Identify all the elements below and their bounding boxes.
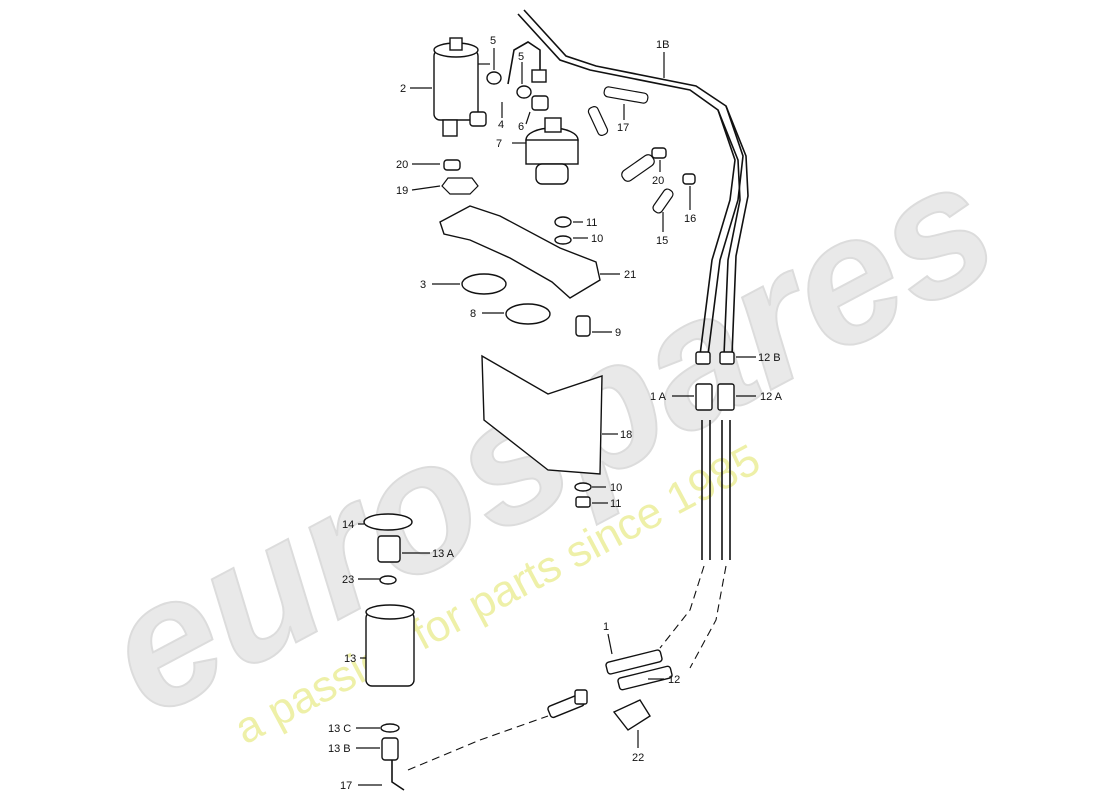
callout-9: 9 [615, 327, 621, 339]
callout-labels: 1B 5 5 2 4 6 7 17 20 19 11 10 20 16 15 2… [328, 35, 783, 792]
callout-19: 19 [396, 185, 408, 197]
callout-17-upper: 17 [617, 122, 629, 134]
line-connectors [695, 351, 735, 411]
fuel-hoses [441, 86, 696, 214]
callout-3: 3 [420, 279, 426, 291]
fuel-lines-rigid [517, 9, 749, 356]
hose-clamps [461, 273, 551, 325]
heat-shield [481, 354, 603, 475]
nut-washer-lower [554, 216, 592, 508]
callout-13C: 13 C [328, 723, 351, 735]
callout-13B: 13 B [328, 743, 351, 755]
callout-12A: 12 A [760, 391, 783, 403]
callout-11-upper: 11 [586, 217, 597, 229]
callout-10-lower: 10 [610, 482, 622, 494]
callout-16: 16 [684, 213, 696, 225]
callout-12: 12 [668, 674, 680, 686]
callout-22: 22 [632, 752, 644, 764]
callout-17-lower: 17 [340, 780, 352, 792]
callout-7: 7 [496, 138, 502, 150]
callout-1A: 1 A [650, 391, 667, 403]
callout-11-lower: 11 [610, 498, 621, 510]
callout-13A: 13 A [432, 548, 455, 560]
callout-10-upper: 10 [591, 233, 603, 245]
callout-2: 2 [400, 83, 406, 95]
callout-15: 15 [656, 235, 668, 247]
callout-20-right: 20 [652, 175, 664, 187]
callout-1: 1 [603, 621, 609, 633]
fuel-pump [433, 37, 490, 137]
fuel-lines-lower [547, 420, 731, 719]
callout-8: 8 [470, 308, 476, 320]
banjo-fittings [486, 41, 549, 111]
fuel-filter-assembly [363, 513, 549, 791]
fuel-accumulator [525, 117, 579, 185]
callout-5-upper-right: 5 [518, 51, 524, 63]
callout-21: 21 [624, 269, 636, 281]
callout-14: 14 [342, 519, 354, 531]
callout-20-left: 20 [396, 159, 408, 171]
callout-13: 13 [344, 653, 356, 665]
callout-23: 23 [342, 574, 354, 586]
callout-4: 4 [498, 119, 504, 131]
callout-12B: 12 B [758, 352, 781, 364]
line-clip [612, 699, 651, 731]
rubber-mount [575, 315, 591, 337]
callout-6: 6 [518, 121, 524, 133]
callout-1B: 1B [656, 39, 669, 51]
mounting-bracket [439, 205, 601, 299]
callout-18: 18 [620, 429, 632, 441]
callout-5-upper-left: 5 [490, 35, 496, 47]
